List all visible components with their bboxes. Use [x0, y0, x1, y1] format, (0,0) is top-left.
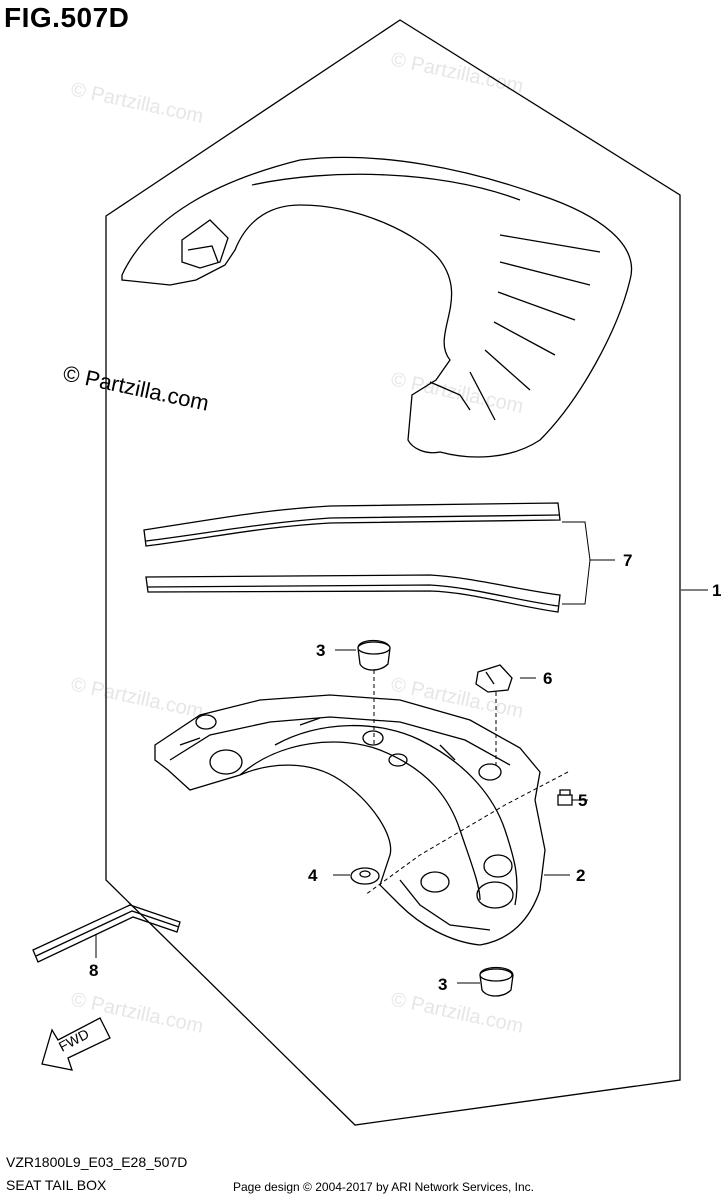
section-name: SEAT TAIL BOX — [6, 1177, 107, 1193]
watermark: © Partzilla.com — [389, 988, 525, 1038]
tail-box-frame — [154, 694, 546, 946]
washer — [350, 867, 380, 885]
callout-3-top: 3 — [316, 641, 325, 660]
clip-nut — [475, 664, 513, 693]
cushion-rubber-top — [357, 639, 391, 671]
assembly-outline — [105, 19, 681, 1126]
figure-title: FIG.507D — [4, 2, 130, 33]
callouts: 1 2 3 3 4 5 6 7 8 — [89, 551, 721, 994]
model-code: VZR1800L9_E03_E28_507D — [6, 1154, 188, 1170]
callout-6: 6 — [543, 669, 552, 688]
watermark: © Partzilla.com — [69, 673, 205, 723]
seal-strip-pair — [143, 502, 561, 613]
callout-7: 7 — [623, 551, 632, 570]
seat-tail-cover — [121, 156, 633, 458]
leader-lines — [95, 521, 708, 984]
callout-5: 5 — [578, 791, 587, 810]
callout-8: 8 — [89, 961, 98, 980]
bolt — [557, 789, 573, 806]
forward-arrow: FWD — [41, 1017, 111, 1071]
page-credit: Page design © 2004-2017 by ARI Network S… — [233, 1180, 535, 1194]
watermark-group: © Partzilla.com © Partzilla.com © Partzi… — [61, 48, 525, 1038]
callout-4: 4 — [308, 866, 318, 885]
hex-wrench — [32, 904, 181, 963]
callout-3-bottom: 3 — [438, 975, 447, 994]
cushion-rubber-bottom — [479, 966, 514, 997]
watermark-prominent: © Partzilla.com — [61, 360, 211, 415]
callout-1: 1 — [712, 581, 721, 600]
callout-2: 2 — [576, 866, 585, 885]
watermark: © Partzilla.com — [69, 78, 205, 128]
